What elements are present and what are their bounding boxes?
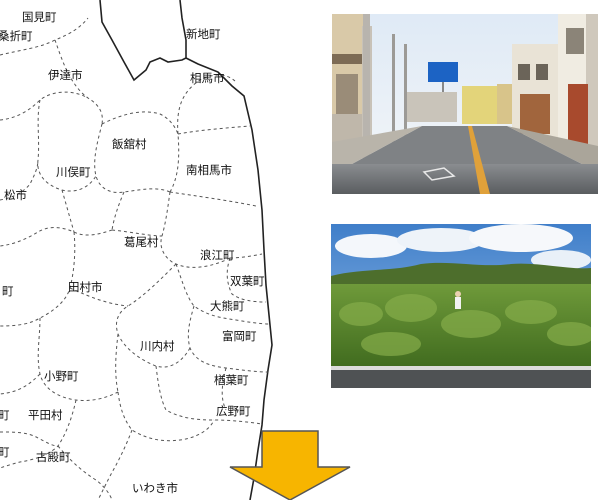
label-koori: 桑折町	[0, 29, 33, 43]
label-matsu: 松市	[4, 188, 27, 202]
label-tamura: 田村市	[68, 280, 103, 294]
label-shinchi: 新地町	[186, 27, 221, 41]
label-futaba: 双葉町	[230, 274, 265, 288]
label-edge2: 町	[0, 408, 10, 422]
street-photo	[332, 14, 598, 194]
label-date: 伊達市	[48, 68, 83, 82]
label-iwaki: いわき市	[132, 481, 178, 495]
label-hirono: 広野町	[216, 404, 251, 418]
label-minamisoma: 南相馬市	[186, 163, 232, 177]
label-kunimi: 国見町	[22, 10, 57, 24]
label-edge1: 町	[2, 284, 14, 298]
label-okuma: 大熊町	[210, 299, 245, 313]
label-ono: 小野町	[44, 369, 79, 383]
label-katsurao: 葛尾村	[124, 235, 159, 249]
coastline-east	[185, 57, 273, 500]
label-hirata: 平田村	[28, 408, 63, 422]
overgrown-field-photo	[331, 224, 591, 388]
label-soma: 相馬市	[190, 71, 225, 85]
label-furudono: 古殿町	[36, 450, 71, 464]
municipality-map: 国見町 桑折町 新地町 伊達市 相馬市 飯舘村 川俣町 南相馬市 松市 葛尾村 …	[0, 0, 273, 500]
municipal-borders	[0, 17, 271, 500]
coastline	[100, 0, 188, 78]
label-namie: 浪江町	[200, 248, 235, 262]
label-kawauchi: 川内村	[140, 339, 175, 353]
label-tomioka: 富岡町	[222, 329, 257, 343]
label-kawamata: 川俣町	[56, 165, 91, 179]
label-edge3: 町	[0, 445, 10, 459]
label-naraha: 楢葉町	[214, 373, 249, 387]
coastline	[99, 0, 187, 82]
label-iitate: 飯舘村	[112, 137, 147, 151]
